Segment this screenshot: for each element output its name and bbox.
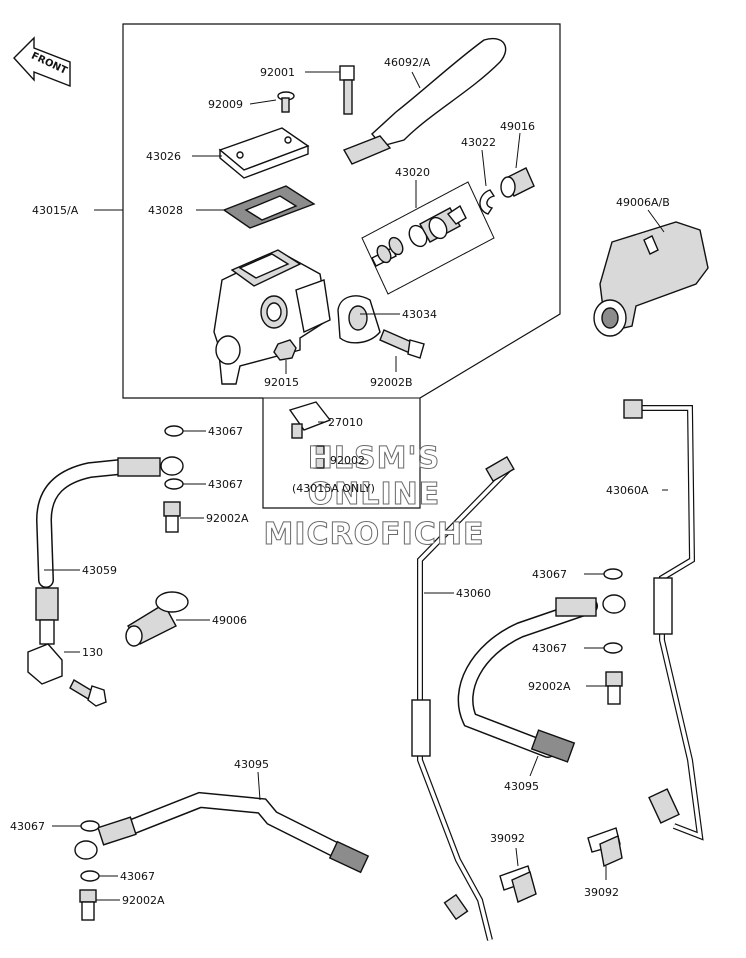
label-43026: 43026 [146, 150, 181, 163]
cap-screw-92009 [277, 91, 295, 113]
label-note-43015A-only: (43015A ONLY) [292, 482, 375, 495]
label-43067-e: 43067 [10, 820, 45, 833]
brake-hose-43059 [27, 456, 184, 685]
pipe-clip-39092-a [499, 865, 537, 903]
banjo-bolt-92002A-c [79, 889, 97, 921]
circlip-43022 [479, 189, 496, 215]
banjo-bolt-92002A-a [163, 501, 181, 533]
bleeder-nut-92015 [273, 339, 297, 361]
diaphragm-43028 [222, 185, 316, 229]
label-43060A: 43060A [606, 484, 649, 497]
boot-49006 [125, 591, 189, 647]
watermark-line-3: MICROFICHE [264, 517, 485, 552]
washer-43067-f [80, 870, 100, 882]
piston-kit-43020 [371, 204, 467, 267]
washer-43067-c [603, 568, 623, 580]
brake-hose-43095-bottom [74, 791, 370, 874]
label-43067-b: 43067 [208, 478, 243, 491]
label-43095-right: 43095 [504, 780, 539, 793]
label-130: 130 [82, 646, 103, 659]
label-49006: 49006 [212, 614, 247, 627]
label-39092-b: 39092 [584, 886, 619, 899]
watermark-line-2: ONLINE [308, 477, 441, 512]
front-arrow-icon: FRONT [13, 36, 71, 88]
reservoir-cap-43026 [218, 127, 310, 179]
pipe-clip-39092-b [587, 827, 623, 868]
label-43034: 43034 [402, 308, 437, 321]
watermark-line-1: HLSM'S [308, 441, 440, 476]
label-43059: 43059 [82, 564, 117, 577]
bolt-130 [69, 679, 107, 707]
label-92015: 92015 [264, 376, 299, 389]
washer-43067-d [603, 642, 623, 654]
label-92002: 92002 [330, 454, 365, 467]
brake-pipe-43060A [623, 399, 704, 841]
part-labels: 92001 46092/A 92009 43026 49016 43022 43… [10, 56, 670, 907]
label-49016: 49016 [500, 120, 535, 133]
label-92009: 92009 [208, 98, 243, 111]
pivot-bolt-92001 [339, 65, 355, 115]
label-43060: 43060 [456, 587, 491, 600]
label-43095-top: 43095 [234, 758, 269, 771]
label-92002A-b: 92002A [528, 680, 571, 693]
label-43028: 43028 [148, 204, 183, 217]
brake-pipe-43060 [411, 455, 515, 941]
clamp-bolt-92002B [379, 329, 425, 359]
label-92001: 92001 [260, 66, 295, 79]
label-27010: 27010 [328, 416, 363, 429]
washer-43067-e [80, 820, 100, 832]
label-92002B: 92002B [370, 376, 413, 389]
label-46092A: 46092/A [384, 56, 431, 69]
brake-switch-27010 [288, 401, 332, 439]
brake-hose-43095-right [457, 594, 626, 763]
piston-kit-frame [361, 181, 495, 295]
label-43022: 43022 [461, 136, 496, 149]
label-49006AB: 49006A/B [616, 196, 670, 209]
switch-screw-92002 [313, 445, 325, 469]
handlebar-clamp-43034 [337, 295, 381, 344]
label-43067-f: 43067 [120, 870, 155, 883]
leader-lines [44, 71, 668, 901]
label-92002A-a: 92002A [206, 512, 249, 525]
label-43067-c: 43067 [532, 568, 567, 581]
assembly-box-43015A [122, 23, 561, 509]
brake-lever-46092A [342, 37, 507, 165]
label-43067-a: 43067 [208, 425, 243, 438]
label-43067-d: 43067 [532, 642, 567, 655]
banjo-bolt-92002A-b [605, 671, 623, 705]
dust-boot-49016 [500, 167, 535, 198]
cover-49006AB [593, 221, 709, 337]
label-43015A: 43015/A [32, 204, 79, 217]
label-43020: 43020 [395, 166, 430, 179]
label-39092-a: 39092 [490, 832, 525, 845]
master-cylinder-body [213, 249, 331, 385]
washer-43067-b [164, 478, 184, 490]
label-92002A-c: 92002A [122, 894, 165, 907]
washer-43067-a [164, 425, 184, 437]
